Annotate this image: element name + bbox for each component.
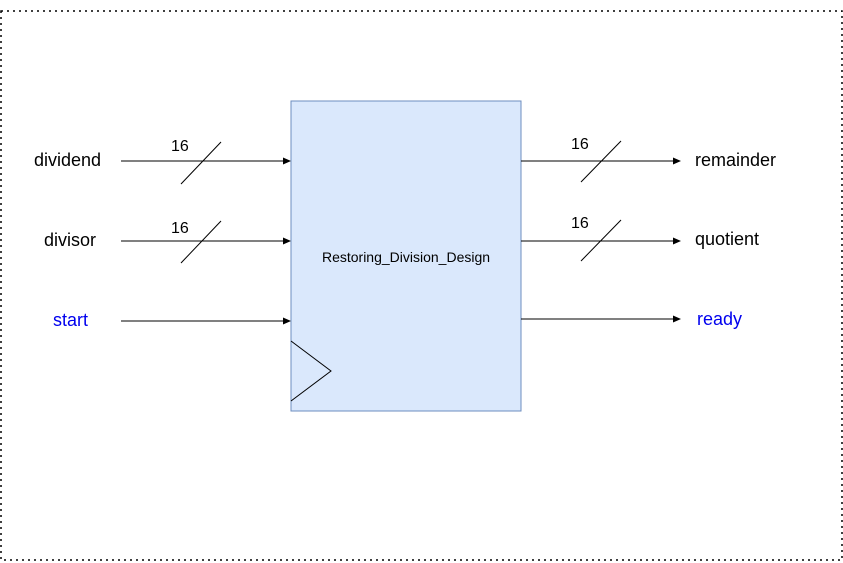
arrowhead-icon (283, 237, 291, 245)
input-port-start[interactable]: start (53, 310, 291, 330)
input-port-divisor[interactable]: divisor 16 (44, 220, 291, 264)
output-label-quotient: quotient (695, 229, 759, 249)
output-label-ready: ready (697, 309, 742, 329)
bus-width-label: 16 (571, 215, 589, 232)
bus-width-label: 16 (171, 138, 189, 155)
output-label-remainder: remainder (695, 150, 776, 170)
output-port-quotient[interactable]: 16 quotient (521, 215, 759, 262)
input-label-start: start (53, 310, 88, 330)
division-block-body (290, 100, 522, 412)
division-block[interactable]: Restoring_Division_Design (290, 100, 522, 412)
input-label-divisor: divisor (44, 230, 96, 250)
bus-width-label: 16 (171, 220, 189, 237)
input-label-dividend: dividend (34, 150, 101, 170)
bus-slash-icon (180, 220, 222, 264)
diagram-frame (0, 10, 843, 561)
output-port-ready[interactable]: ready (521, 309, 742, 329)
output-port-remainder[interactable]: 16 remainder (521, 136, 776, 183)
arrowhead-icon (673, 315, 681, 323)
arrowhead-icon (283, 317, 291, 325)
bus-width-label: 16 (571, 136, 589, 153)
arrowhead-icon (283, 157, 291, 165)
arrowhead-icon (673, 157, 681, 165)
bus-slash-icon (580, 219, 622, 262)
clock-triangle-icon (290, 340, 332, 402)
bus-slash-icon (580, 140, 622, 183)
arrowhead-icon (673, 237, 681, 245)
input-port-dividend[interactable]: dividend 16 (34, 138, 291, 185)
bus-slash-icon (180, 141, 222, 185)
block-name: Restoring_Division_Design (322, 249, 490, 265)
